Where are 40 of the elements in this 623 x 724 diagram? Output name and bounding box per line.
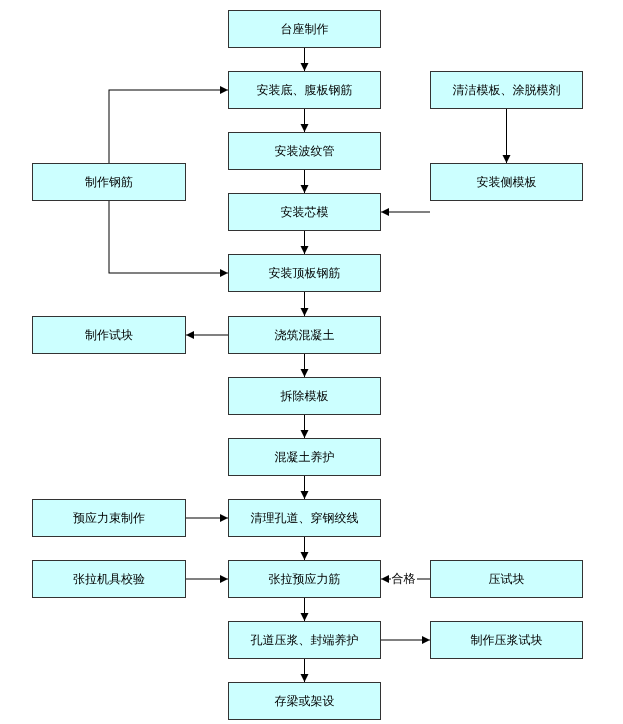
- arrow: [380, 636, 430, 644]
- arrow: [300, 354, 308, 378]
- arrow: [300, 170, 308, 194]
- edge-label: 合格: [390, 570, 416, 588]
- arrow: [300, 598, 308, 622]
- arrow: [108, 200, 228, 277]
- process-box: 安装波纹管: [228, 132, 381, 170]
- process-box: 张拉预应力筋: [228, 560, 381, 598]
- arrow: [300, 658, 308, 682]
- process-box: 清洁模板、涂脱模剂: [430, 71, 583, 109]
- arrow: [108, 86, 228, 164]
- process-box: 清理孔道、穿钢绞线: [228, 499, 381, 537]
- process-box: 预应力束制作: [32, 499, 186, 537]
- arrow: [300, 536, 308, 560]
- arrow: [186, 331, 228, 339]
- process-box: 安装侧模板: [430, 163, 583, 201]
- process-box: 拆除模板: [228, 377, 381, 415]
- process-box: 安装芯模: [228, 193, 381, 231]
- process-box: 制作钢筋: [32, 163, 186, 201]
- process-box: 压试块: [430, 560, 583, 598]
- arrow: [186, 575, 228, 583]
- arrow: [186, 514, 228, 522]
- process-box: 制作试块: [32, 316, 186, 354]
- arrow: [380, 208, 430, 216]
- process-box: 张拉机具校验: [32, 560, 186, 598]
- arrow: [502, 108, 510, 164]
- process-box: 制作压浆试块: [430, 621, 583, 659]
- process-box: 台座制作: [228, 10, 381, 48]
- arrow: [300, 292, 308, 316]
- process-box: 存梁或架设: [228, 682, 381, 720]
- arrow: [300, 108, 308, 132]
- process-box: 安装顶板钢筋: [228, 254, 381, 292]
- process-box: 安装底、腹板钢筋: [228, 71, 381, 109]
- arrow: [300, 48, 308, 72]
- process-box: 浇筑混凝土: [228, 316, 381, 354]
- process-box: 混凝土养护: [228, 438, 381, 476]
- arrow: [300, 414, 308, 438]
- arrow: [300, 476, 308, 500]
- process-box: 孔道压浆、封端养护: [228, 621, 381, 659]
- arrow: [300, 230, 308, 254]
